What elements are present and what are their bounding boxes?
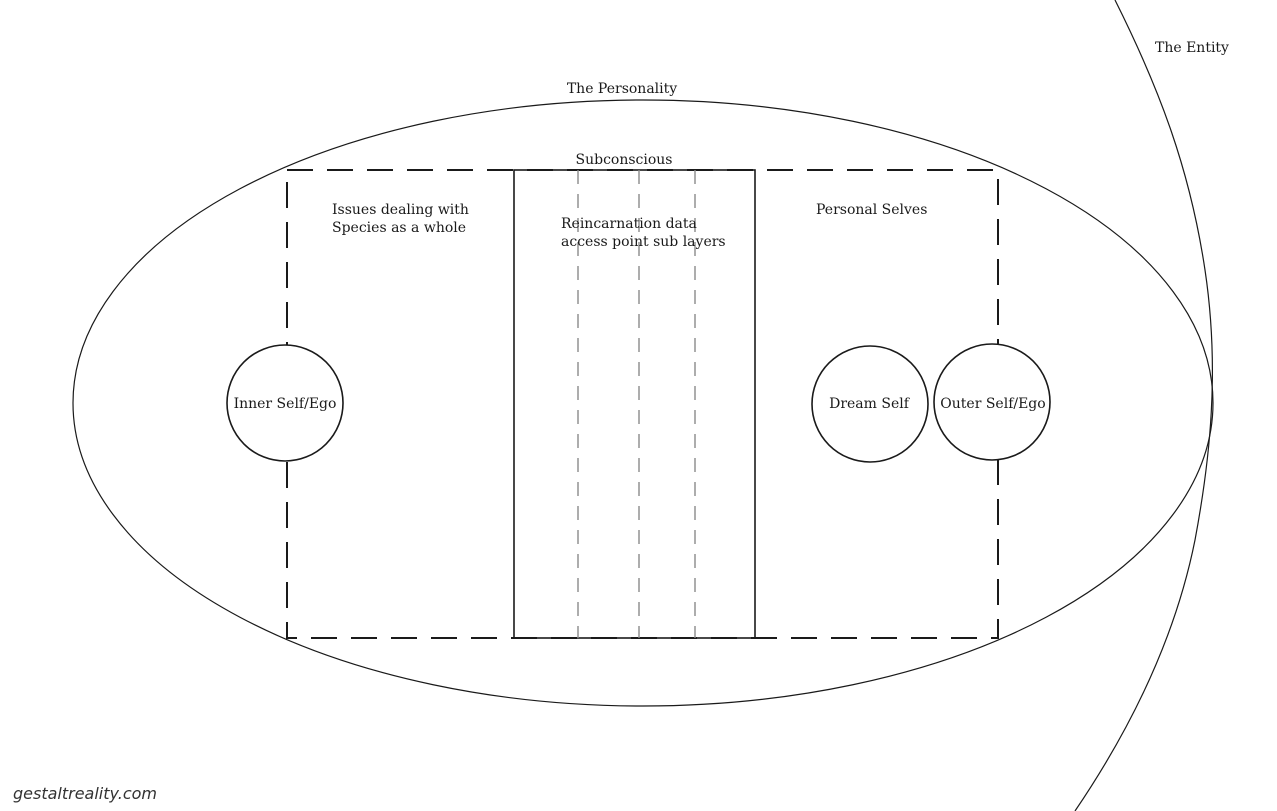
entity-label: The Entity: [1155, 40, 1229, 56]
personal-selves-label: Personal Selves: [816, 202, 928, 218]
dream-self-label: Dream Self: [829, 396, 909, 412]
species-label-line1: Issues dealing with: [332, 202, 469, 218]
reincarnation-label-line1: Reincarnation data: [561, 216, 697, 232]
outer-self-circle: [933, 343, 1051, 461]
reincarnation-label-line2: access point sub layers: [561, 234, 726, 250]
personality-label: The Personality: [566, 81, 678, 97]
reincarnation-region: [513, 169, 756, 639]
species-label-line2: Species as a whole: [332, 220, 467, 236]
dream-self-circle: [811, 345, 929, 463]
outer-self-label: Outer Self/Ego: [940, 396, 1046, 412]
inner-self-circle: [226, 344, 344, 462]
inner-self-label: Inner Self/Ego: [233, 396, 337, 412]
personality-ellipse: [72, 99, 1214, 707]
subconscious-label: Subconscious: [575, 152, 673, 168]
watermark: gestaltreality.com: [13, 784, 158, 803]
entity-boundary: [1074, 0, 1214, 811]
